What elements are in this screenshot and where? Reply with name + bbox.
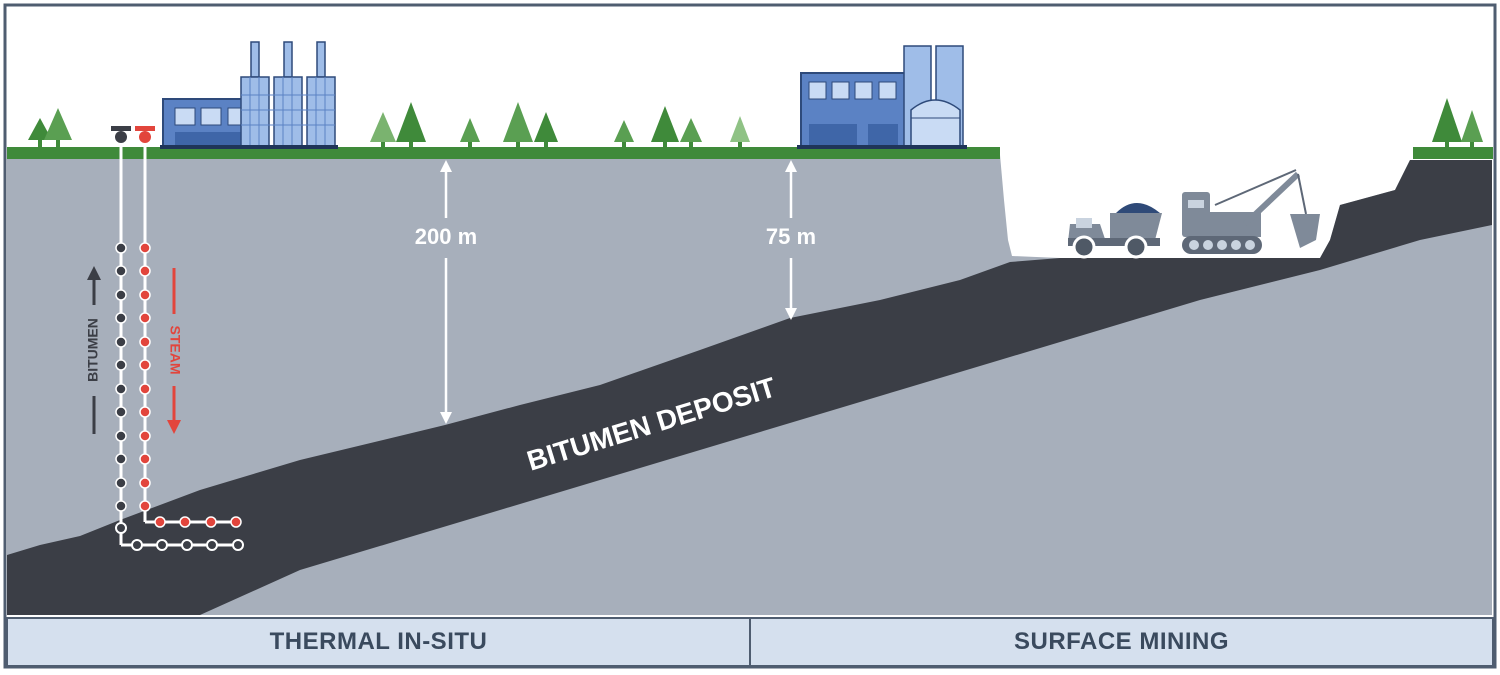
tree-icon — [614, 120, 634, 148]
tree-icon — [651, 106, 679, 148]
mining-plant-icon — [797, 45, 967, 149]
grass-right — [1413, 147, 1493, 159]
excavator-icon — [1182, 169, 1320, 254]
depth-arrow-mining — [785, 160, 797, 320]
steam-down-arrow — [167, 268, 181, 434]
trees — [28, 98, 1483, 148]
tree-icon — [460, 118, 480, 148]
tree-icon — [1432, 98, 1462, 148]
steam-flow-label: STEAM — [167, 326, 183, 375]
tree-icon — [370, 112, 396, 148]
dump-truck-icon — [1068, 203, 1162, 259]
depth-arrow-thermal — [440, 160, 452, 424]
bitumen-flow-label: BITUMEN — [85, 318, 101, 382]
processing-plant-icon — [160, 41, 338, 149]
bitumen-deposit — [7, 160, 1492, 615]
depth-label-thermal: 200 m — [415, 224, 477, 249]
production-wells — [111, 126, 244, 551]
tree-icon — [534, 112, 558, 148]
section-footer: THERMAL IN-SITU SURFACE MINING — [6, 617, 1494, 667]
valve-icon — [135, 126, 155, 143]
tree-icon — [1461, 110, 1483, 148]
section-label-thermal: THERMAL IN-SITU — [6, 617, 751, 667]
tree-icon — [680, 118, 702, 148]
bitumen-up-arrow — [87, 266, 101, 434]
tree-icon — [28, 118, 52, 148]
section-label-mining: SURFACE MINING — [749, 617, 1494, 667]
grass-left — [7, 147, 1000, 159]
tree-icon — [503, 102, 533, 148]
depth-label-mining: 75 m — [766, 224, 816, 249]
tree-icon — [44, 108, 72, 148]
valve-icon — [111, 126, 131, 143]
tree-icon — [730, 116, 750, 148]
tree-icon — [396, 102, 426, 148]
